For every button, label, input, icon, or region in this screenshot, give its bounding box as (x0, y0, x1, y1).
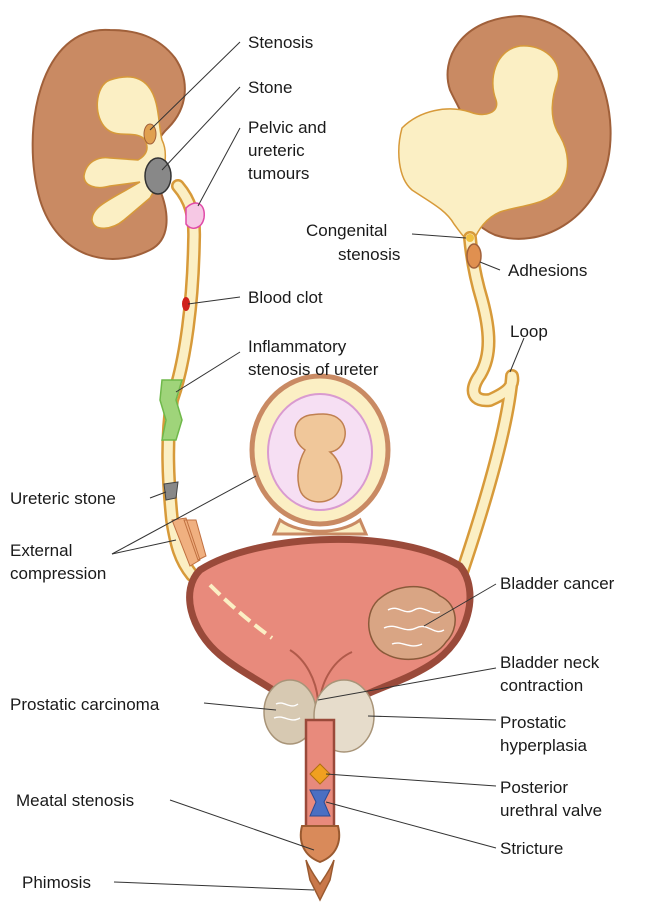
leader-stricture (326, 802, 496, 848)
ureteric-stone-mark (164, 482, 178, 500)
leader-external-2 (112, 540, 176, 554)
label-phimosis: Phimosis (22, 873, 91, 892)
adhesions-mark (467, 244, 481, 268)
congenital-stenosis-mark (466, 234, 474, 242)
label-external-1: External (10, 541, 72, 560)
leader-prostatic-hyperplasia (368, 716, 496, 720)
label-meatal-stenosis: Meatal stenosis (16, 791, 134, 810)
left-kidney (33, 30, 185, 259)
label-prostatic-carcinoma: Prostatic carcinoma (10, 695, 160, 714)
label-inflammatory-1: Inflammatory (248, 337, 347, 356)
label-hyperplasia-1: Prostatic (500, 713, 567, 732)
gravid-uterus (252, 376, 388, 534)
leader-loop (510, 338, 524, 372)
label-congenital-1: Congenital (306, 221, 387, 240)
leader-adhesions (480, 262, 500, 270)
label-inflammatory-2: stenosis of ureter (248, 360, 379, 379)
label-adhesions: Adhesions (508, 261, 587, 280)
label-stone: Stone (248, 78, 292, 97)
left-pelvic-stenosis (144, 124, 156, 144)
foreskin-phimosis (306, 860, 334, 900)
label-congenital-2: stenosis (338, 245, 400, 264)
label-neck-1: Bladder neck (500, 653, 600, 672)
label-pelvic-2: ureteric (248, 141, 305, 160)
right-kidney (399, 16, 611, 240)
label-loop: Loop (510, 322, 548, 341)
leader-pelvic (198, 128, 240, 206)
leader-posterior-valve (326, 774, 496, 786)
label-stenosis: Stenosis (248, 33, 313, 52)
leader-meatal-stenosis (170, 800, 314, 850)
right-ureter (456, 234, 512, 590)
label-external-2: compression (10, 564, 106, 583)
label-pelvic-3: tumours (248, 164, 309, 183)
label-bladder-cancer: Bladder cancer (500, 574, 615, 593)
label-ureteric-stone: Ureteric stone (10, 489, 116, 508)
left-pelvic-stone (145, 158, 171, 194)
left-ureter (160, 186, 206, 575)
inflammatory-stenosis (160, 380, 182, 440)
label-blood-clot: Blood clot (248, 288, 323, 307)
label-valve-2: urethral valve (500, 801, 602, 820)
label-stricture: Stricture (500, 839, 563, 858)
label-valve-1: Posterior (500, 778, 568, 797)
ureteric-tumour (186, 203, 204, 228)
label-pelvic-1: Pelvic and (248, 118, 326, 137)
urethra (301, 720, 339, 900)
label-hyperplasia-2: hyperplasia (500, 736, 587, 755)
label-neck-2: contraction (500, 676, 583, 695)
glans-penis (301, 826, 339, 862)
leader-phimosis (114, 882, 314, 890)
leader-congenital (412, 234, 466, 238)
